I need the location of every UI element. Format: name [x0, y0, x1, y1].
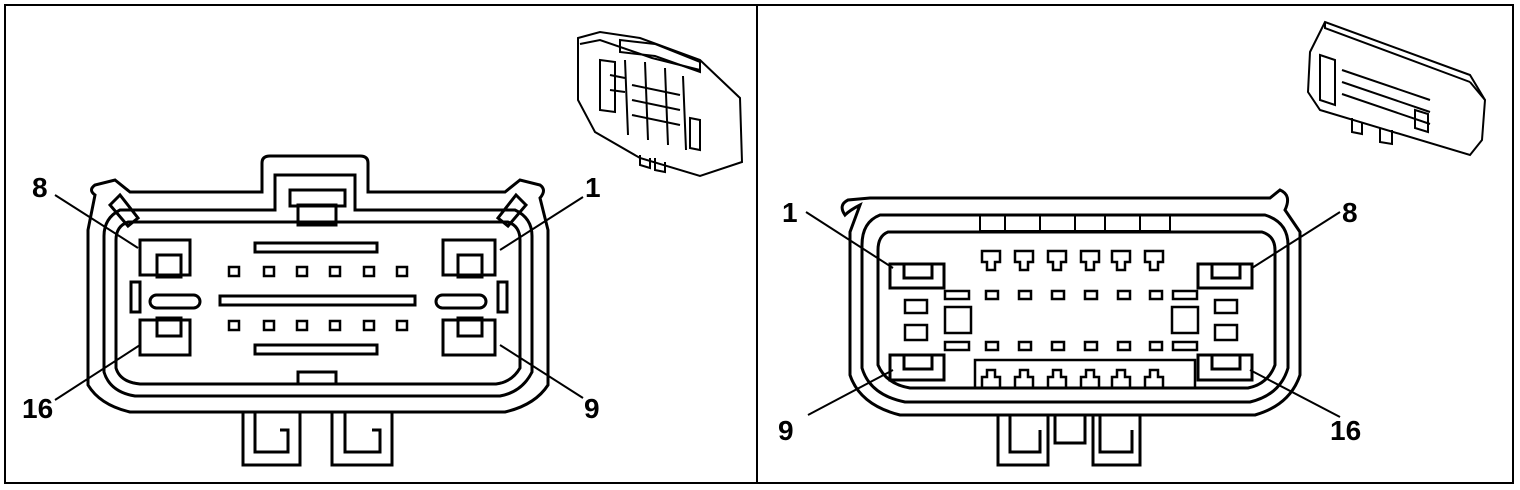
right-top-ribs [980, 215, 1170, 231]
left-leader-1 [500, 197, 583, 250]
right-connector-outer-shell [842, 190, 1300, 415]
left-bottom-peg-1 [243, 412, 300, 465]
left-connector-face [116, 222, 520, 384]
right-terminal-cavity-8 [1198, 264, 1252, 288]
left-oval-right [436, 295, 486, 308]
left-bottom-peg-2 [332, 412, 392, 465]
right-pin-label-8: 8 [1342, 197, 1358, 228]
left-pin-label-1: 1 [585, 172, 601, 203]
left-leader-9 [500, 345, 583, 398]
left-bottom-peg-2-inner [345, 412, 380, 452]
left-upper-slot [255, 243, 377, 252]
right-leader-1 [806, 212, 893, 268]
right-connector-inner-shell [862, 215, 1288, 402]
right-terminal-cavity-9 [890, 355, 944, 380]
left-leader-16 [55, 345, 140, 400]
right-bottom-peg-1 [998, 415, 1048, 465]
right-bottom-peg-2-inner [1100, 415, 1132, 452]
left-terminal-cavity-16 [140, 318, 190, 355]
left-corner-tab-left [110, 195, 138, 226]
right-pin-label-16: 16 [1330, 415, 1361, 446]
left-connector-inner-shell [104, 175, 532, 396]
right-side-cavities-left [905, 291, 971, 350]
left-connector-outer-shell [88, 156, 548, 412]
right-bottom-peg-1-inner [1010, 415, 1040, 452]
left-side-bar-left [131, 282, 140, 312]
right-t-cavities-upper [982, 251, 1163, 270]
right-small-cavities-lower [986, 342, 1162, 350]
right-pin-label-1: 1 [782, 197, 798, 228]
left-bottom-key [298, 372, 336, 384]
right-connector-panel [806, 22, 1485, 465]
left-bottom-peg-1-inner [255, 412, 288, 452]
left-connector-panel [55, 32, 742, 465]
right-connector-isometric-icon [1308, 22, 1485, 155]
right-bottom-peg-2 [1093, 415, 1140, 465]
left-side-bar-right [498, 282, 507, 312]
right-leader-8 [1252, 212, 1340, 268]
right-t-cavities-lower [982, 370, 1163, 388]
left-leader-8 [55, 195, 138, 248]
left-small-cavities-upper [229, 267, 407, 276]
right-leader-16 [1250, 370, 1340, 417]
left-corner-tab-right [498, 195, 526, 226]
right-pin-label-9: 9 [778, 415, 794, 446]
left-terminal-cavity-1 [443, 240, 495, 277]
left-terminal-cavity-9 [443, 318, 495, 355]
right-bottom-peg-center [1055, 415, 1085, 443]
right-side-cavities-right [1172, 291, 1237, 350]
left-small-cavities-lower [229, 321, 407, 330]
left-lower-slot [255, 345, 377, 354]
left-pin-label-8: 8 [32, 172, 48, 203]
right-leader-9 [808, 370, 893, 415]
right-lower-notch [975, 360, 1195, 388]
left-oval-left [150, 295, 200, 308]
left-pin-label-16: 16 [22, 393, 53, 424]
right-terminal-cavity-16 [1198, 355, 1252, 380]
left-terminal-cavity-8 [140, 240, 190, 277]
right-small-cavities-upper [986, 291, 1162, 299]
figure-frame [5, 5, 1513, 483]
right-connector-face [878, 232, 1275, 388]
left-pin-label-9: 9 [584, 393, 600, 424]
left-top-latch-slot [298, 205, 336, 225]
left-center-bar [220, 296, 415, 305]
left-connector-isometric-icon [578, 32, 742, 176]
right-terminal-cavity-1 [890, 264, 944, 288]
